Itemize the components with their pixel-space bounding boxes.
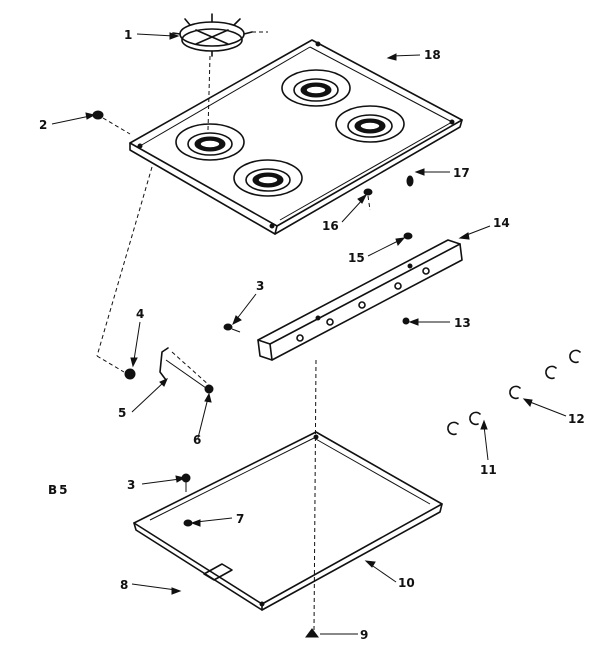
screw-part-13 <box>402 317 410 325</box>
screw-part-3-lower <box>181 473 191 492</box>
callout-12: 12 <box>568 412 585 426</box>
burner-opening <box>175 123 245 161</box>
callout-17: 17 <box>453 166 470 180</box>
burner-opening <box>335 105 405 143</box>
diagram-code: B5 <box>48 483 70 497</box>
callout-18: 18 <box>424 48 441 62</box>
callout-labels: 1 2 3 3 4 5 6 7 8 9 10 11 12 13 14 15 16… <box>39 28 585 642</box>
clip-part-17 <box>406 175 414 187</box>
callout-14: 14 <box>493 216 510 230</box>
callout-4: 4 <box>136 307 144 321</box>
screw-part-15 <box>403 232 413 240</box>
callout-10: 10 <box>398 576 415 590</box>
callout-5: 5 <box>118 406 126 420</box>
fastener-part-9 <box>305 628 319 638</box>
screw-part-16 <box>363 188 373 211</box>
callout-11: 11 <box>480 463 497 477</box>
callout-1: 1 <box>124 28 132 42</box>
manifold-bracket-part <box>257 239 463 361</box>
bracket-part-5 <box>159 347 211 389</box>
burner-opening <box>233 159 303 197</box>
bottom-tray-part <box>133 431 443 611</box>
callout-3-upper: 3 <box>256 279 264 293</box>
assembly-axis <box>313 359 317 631</box>
screw-part-3-upper <box>223 323 241 333</box>
screw-part-2 <box>92 110 131 135</box>
fastener-part-4 <box>96 166 153 380</box>
callout-15: 15 <box>348 251 365 265</box>
callout-7: 7 <box>236 512 244 526</box>
cooktop-part <box>129 39 463 235</box>
callout-6: 6 <box>193 433 201 447</box>
callout-2: 2 <box>39 118 47 132</box>
screw-part-6 <box>204 384 214 394</box>
callout-8: 8 <box>120 578 128 592</box>
burner-grate-part <box>172 13 268 131</box>
callout-3-lower: 3 <box>127 478 135 492</box>
callout-13: 13 <box>454 316 471 330</box>
callout-16: 16 <box>322 219 339 233</box>
spring-clip-part-11 <box>447 411 481 436</box>
leader-lines <box>51 32 567 635</box>
spring-clip-part-12 <box>509 349 581 400</box>
callout-9: 9 <box>360 628 368 642</box>
burner-opening <box>281 69 351 107</box>
